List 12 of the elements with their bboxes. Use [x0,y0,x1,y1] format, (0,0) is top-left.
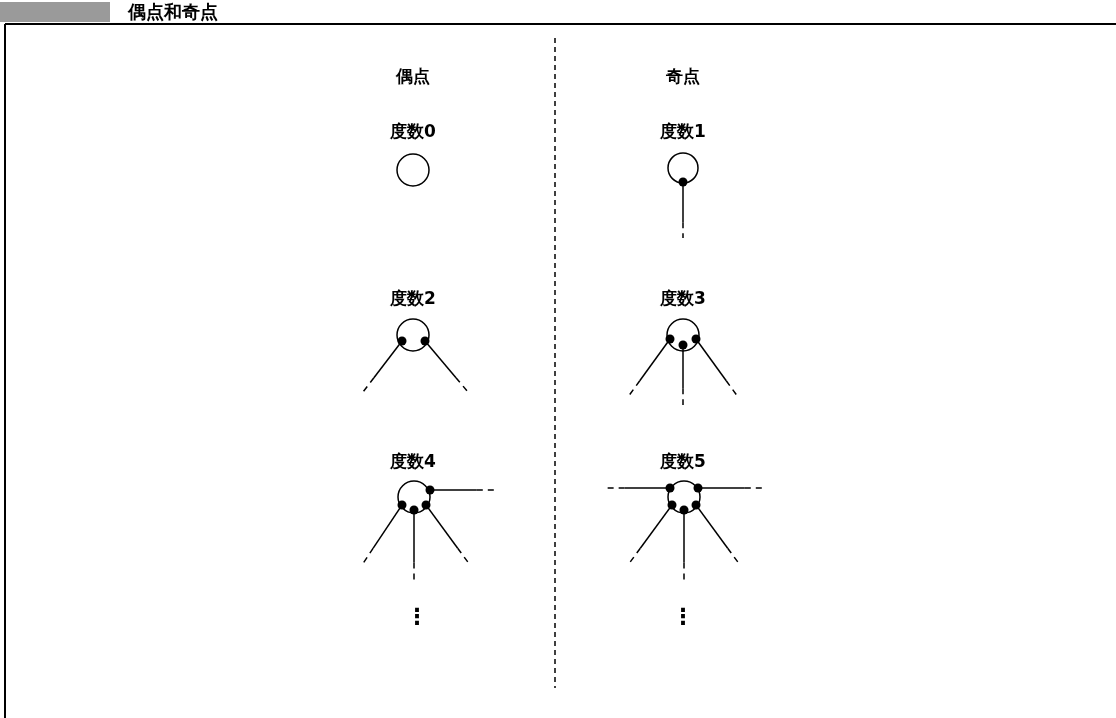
figure-tag [0,2,110,22]
degree-label: 度数2 [390,287,436,310]
figure-title: 偶点和奇点 [128,0,218,24]
degree-label: 度数0 [390,120,436,143]
ellipsis: ⋮ [406,604,428,629]
column-heading: 偶点 [396,65,430,88]
degree-label: 度数4 [390,450,436,473]
degree-label: 度数3 [660,287,706,310]
ellipsis: ⋮ [672,604,694,629]
degree-label: 度数5 [660,450,706,473]
degree-label: 度数1 [660,120,706,143]
column-heading: 奇点 [666,65,700,88]
